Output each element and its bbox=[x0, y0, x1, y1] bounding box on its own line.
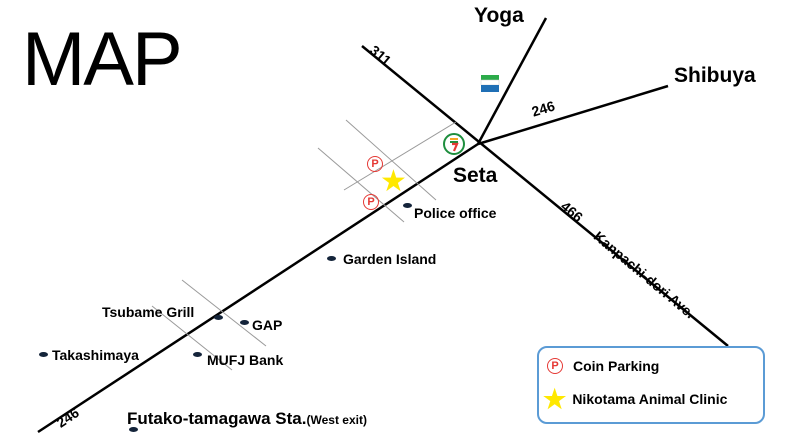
parking-icon: P bbox=[363, 194, 379, 210]
map-title: MAP bbox=[22, 17, 183, 102]
label-police-office: Police office bbox=[414, 205, 497, 221]
label-mufj-bank: MUFJ Bank bbox=[207, 352, 284, 368]
side-street bbox=[151, 305, 233, 371]
legend-label-parking: Coin Parking bbox=[573, 358, 660, 374]
landmark-dot-icon bbox=[129, 427, 138, 432]
landmark-dot-icon bbox=[193, 352, 202, 357]
legend-row-clinic: ★ Nikotama Animal Clinic bbox=[543, 386, 727, 412]
label-tsubame-grill: Tsubame Grill bbox=[102, 304, 195, 320]
label-shibuya: Shibuya bbox=[674, 64, 756, 87]
side-street bbox=[345, 119, 437, 201]
side-street bbox=[343, 121, 457, 191]
side-street bbox=[181, 279, 267, 347]
road-yoga bbox=[476, 17, 548, 145]
label-yoga: Yoga bbox=[474, 4, 524, 27]
landmark-dot-icon bbox=[327, 256, 336, 261]
label-takashimaya: Takashimaya bbox=[52, 347, 139, 363]
station-exit: (West exit) bbox=[306, 413, 367, 427]
label-station: Futako-tamagawa Sta.(West exit) bbox=[127, 409, 367, 429]
parking-icon: P bbox=[547, 358, 563, 374]
road-311-466 bbox=[361, 45, 729, 347]
seven-eleven-icon bbox=[443, 133, 465, 155]
map-legend: P Coin Parking ★ Nikotama Animal Clinic bbox=[537, 346, 765, 424]
label-garden-island: Garden Island bbox=[343, 251, 437, 267]
station-name: Futako-tamagawa Sta. bbox=[127, 409, 307, 428]
clinic-star-icon: ★ bbox=[380, 165, 407, 198]
side-street bbox=[317, 147, 405, 223]
clinic-star-icon: ★ bbox=[543, 384, 567, 414]
label-gap: GAP bbox=[252, 317, 283, 333]
landmark-dot-icon bbox=[214, 315, 223, 320]
label-seta: Seta bbox=[453, 164, 498, 187]
landmark-dot-icon bbox=[403, 203, 412, 208]
road-246-south bbox=[37, 142, 479, 434]
road-246-east bbox=[477, 84, 669, 146]
legend-row-parking: P Coin Parking bbox=[547, 358, 659, 374]
landmark-dot-icon bbox=[39, 352, 48, 357]
legend-label-clinic: Nikotama Animal Clinic bbox=[572, 391, 728, 407]
landmark-dot-icon bbox=[240, 320, 249, 325]
parking-icon: P bbox=[367, 156, 383, 172]
family-mart-icon bbox=[480, 75, 500, 92]
